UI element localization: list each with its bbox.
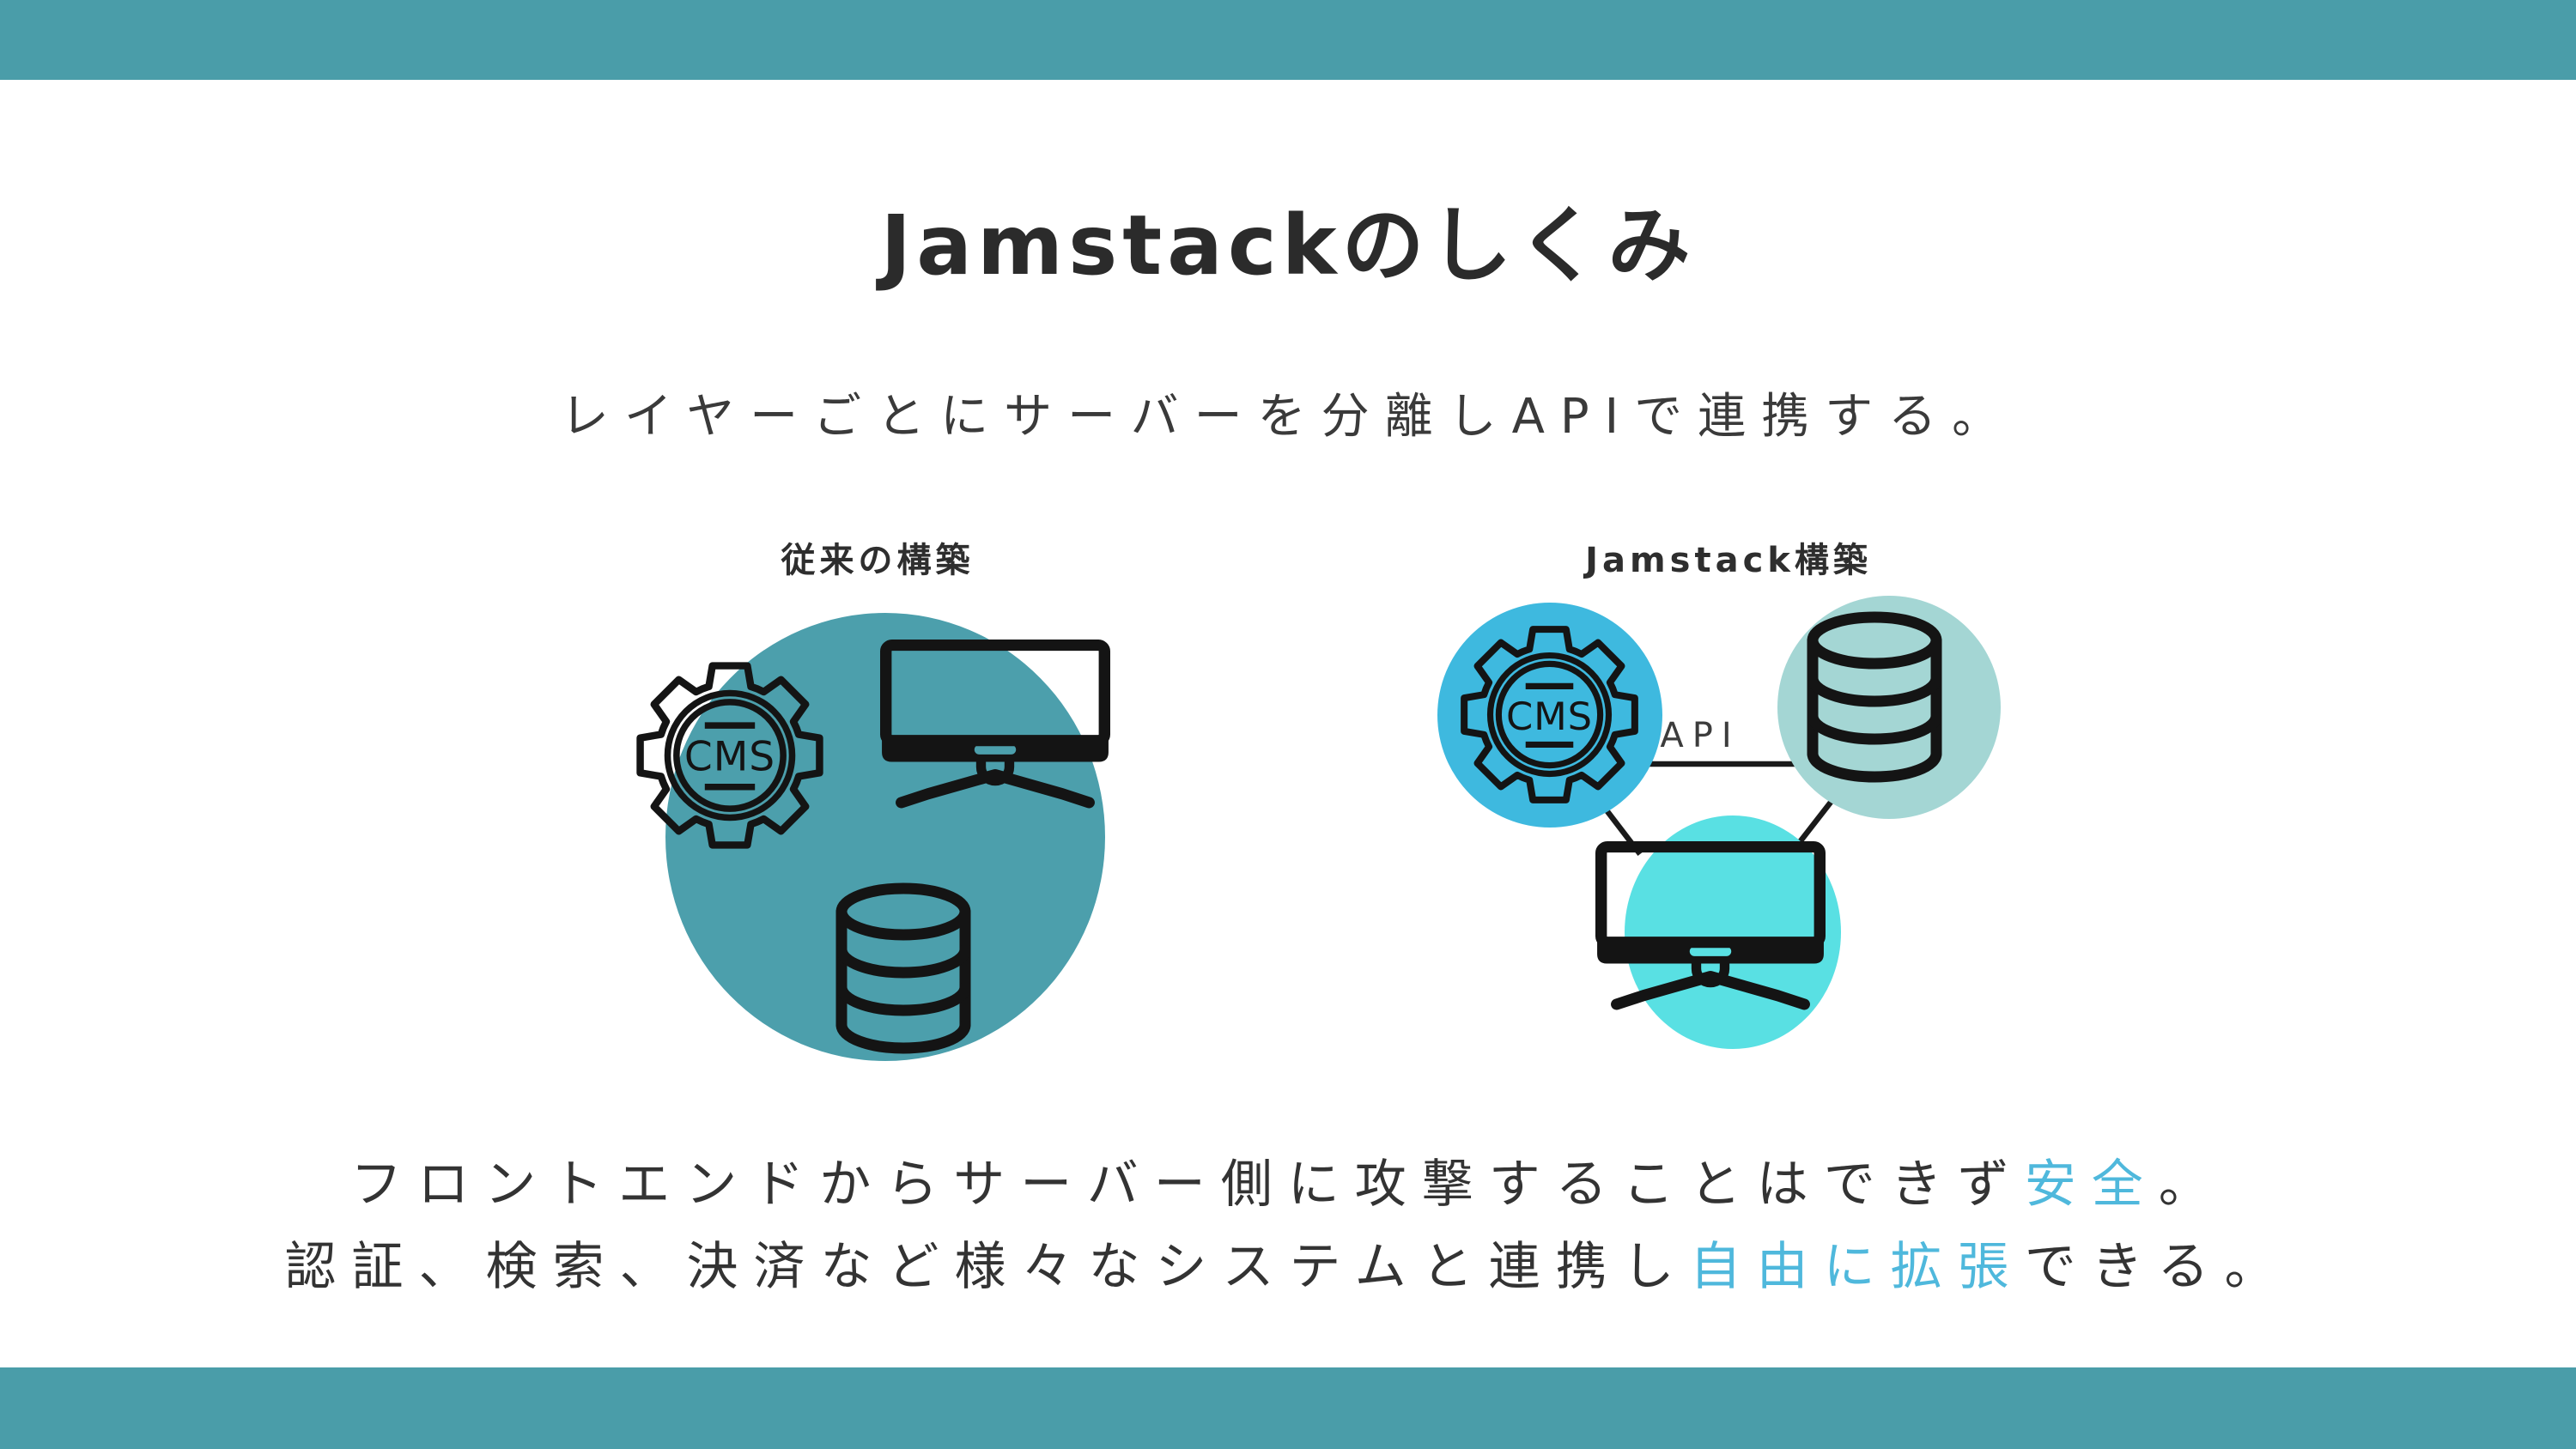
highlight-safe: 安全 xyxy=(2024,1155,2159,1215)
cms-label: CMS xyxy=(1506,694,1593,739)
jamstack-frontend-circle xyxy=(1625,815,1841,1049)
footer-description: フロントエンドからサーバー側に攻撃することはできず安全。 認証、検索、決済など様… xyxy=(0,1143,2576,1308)
database-icon xyxy=(835,882,971,1054)
top-band xyxy=(0,0,2576,80)
highlight-extend: 自由に拡張 xyxy=(1689,1237,2025,1297)
cms-gear-icon: CMS xyxy=(1461,626,1638,803)
database-icon xyxy=(1807,611,1942,783)
traditional-section-label: 従来の構築 xyxy=(781,541,975,580)
page-subtitle: レイヤーごとにサーバーを分離しAPIで連携する。 xyxy=(560,389,2016,445)
page-title: Jamstackのしくみ xyxy=(880,197,1696,294)
jamstack-section-label: Jamstack構築 xyxy=(1585,541,1872,580)
api-label: API xyxy=(1660,716,1741,755)
jamstack-cms-circle xyxy=(1437,603,1662,828)
cms-label: CMS xyxy=(684,733,775,780)
browser-monitor-icon xyxy=(1595,841,1826,1010)
cms-gear-icon: CMS xyxy=(636,662,823,849)
browser-monitor-icon xyxy=(880,640,1110,809)
footer-line-1: フロントエンドからサーバー側に攻撃することはできず安全。 xyxy=(350,1155,2226,1215)
footer-line-2: 認証、検索、決済など様々なシステムと連携し自由に拡張できる。 xyxy=(284,1237,2292,1297)
bottom-band xyxy=(0,1367,2576,1449)
